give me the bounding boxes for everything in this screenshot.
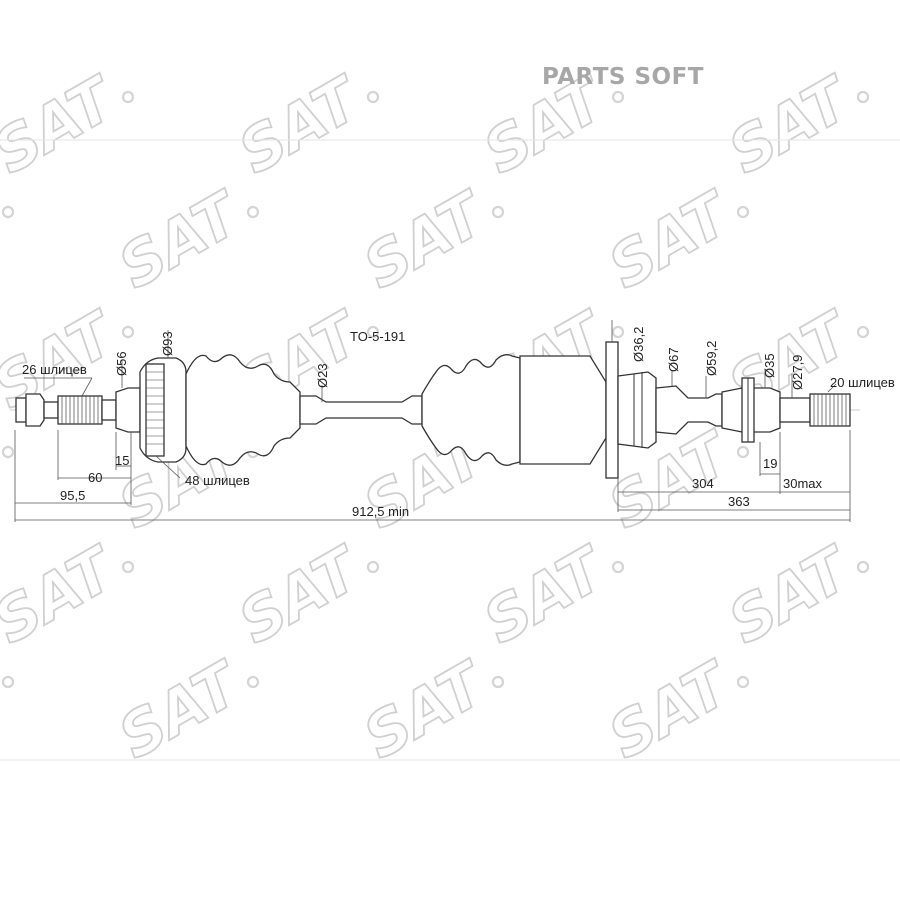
label-48-splines: 48 шлицев (185, 473, 250, 488)
inner-boot (421, 354, 521, 466)
dust-cover (605, 341, 619, 479)
registered-mark-icon (121, 90, 135, 104)
sat-watermark: SAT (718, 533, 865, 658)
sat-watermark: SAT (228, 63, 375, 188)
registered-mark-icon (856, 90, 870, 104)
outer-boot (185, 354, 301, 466)
bearing-seat (779, 397, 811, 423)
registered-mark-icon (491, 675, 505, 689)
registered-mark-icon (736, 675, 750, 689)
dim-d56: Ø56 (114, 351, 129, 376)
registered-mark-icon (246, 205, 260, 219)
sat-watermark: SAT (718, 63, 865, 188)
registered-mark-icon (1, 445, 15, 459)
dim-912-5-min: 912,5 min (352, 504, 409, 519)
dim-d93: Ø93 (160, 331, 175, 356)
registered-mark-icon (736, 205, 750, 219)
sat-watermark: SAT (108, 648, 255, 773)
registered-mark-icon (611, 325, 625, 339)
dim-d35: Ø35 (762, 353, 777, 378)
dim-d23: Ø23 (315, 363, 330, 388)
sat-watermark: SAT (353, 648, 500, 773)
label-26-splines: 26 шлицев (22, 362, 87, 377)
sat-watermark: SAT (108, 178, 255, 303)
sat-watermark: SAT (473, 533, 620, 658)
dimension-labels: TO-5-191 26 шлицев 48 шлицев 20 шлицев Ø… (22, 327, 895, 519)
outer-seal-surface (115, 387, 141, 433)
registered-mark-icon (1, 205, 15, 219)
abs-ring (145, 363, 165, 457)
inner-cv-housing (519, 355, 607, 465)
sat-watermark: SAT (353, 178, 500, 303)
dim-95-5: 95,5 (60, 488, 85, 503)
sat-watermark: SAT (598, 178, 745, 303)
registered-mark-icon (611, 560, 625, 574)
registered-mark-icon (366, 90, 380, 104)
dim-304: 304 (692, 476, 714, 491)
dim-60: 60 (88, 470, 102, 485)
axle-nut (15, 397, 27, 423)
sat-watermark: SAT (0, 178, 9, 303)
drive-shaft (10, 341, 860, 479)
registered-mark-icon (121, 560, 135, 574)
registered-mark-icon (736, 445, 750, 459)
dim-d67: Ø67 (666, 347, 681, 372)
inner-shaft (655, 385, 723, 435)
registered-mark-icon (856, 560, 870, 574)
dim-363: 363 (728, 494, 750, 509)
sat-watermark: SAT (0, 63, 129, 188)
dim-d27-9: Ø27,9 (790, 355, 805, 390)
axle-nut-body (25, 393, 45, 427)
dim-d59-2: Ø59,2 (704, 341, 719, 376)
brand-logo: PARTS SOFT (541, 64, 704, 90)
dimension-lines (14, 320, 851, 522)
sat-watermark: SAT (0, 648, 9, 773)
registered-mark-icon (366, 325, 380, 339)
registered-mark-icon (856, 325, 870, 339)
registered-mark-icon (611, 90, 625, 104)
sat-watermark: SAT (228, 533, 375, 658)
outer-spline (57, 395, 103, 425)
intermediate-bearing-housing (617, 371, 657, 449)
intermediate-shaft (299, 395, 423, 425)
registered-mark-icon (121, 325, 135, 339)
dim-d36-2: Ø36,2 (631, 327, 646, 362)
part-number: TO-5-191 (350, 329, 405, 344)
sat-watermark: SAT (0, 533, 129, 658)
dim-15: 15 (115, 453, 129, 468)
registered-mark-icon (1, 675, 15, 689)
dim-30max: 30max (783, 476, 823, 491)
label-20-splines: 20 шлицев (830, 375, 895, 390)
registered-mark-icon (491, 205, 505, 219)
registered-mark-icon (366, 560, 380, 574)
sat-watermark: SAT (0, 418, 9, 543)
dim-19: 19 (763, 456, 777, 471)
sat-watermark: SAT (598, 648, 745, 773)
registered-mark-icon (246, 675, 260, 689)
